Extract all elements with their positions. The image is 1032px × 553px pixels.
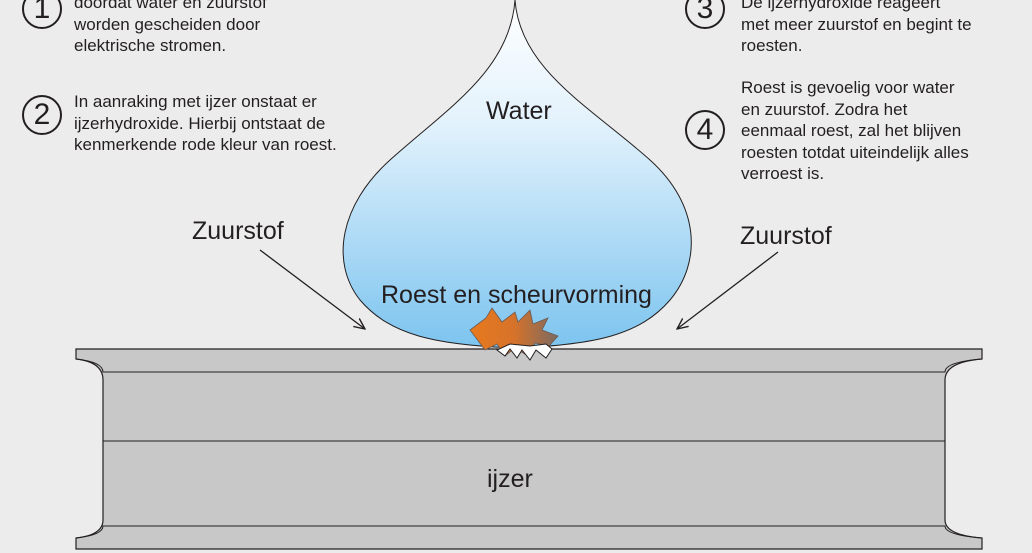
- rust-label: Roest en scheurvorming: [381, 281, 652, 309]
- rust-crack-icon: [469, 307, 559, 361]
- step-2-text: In aanraking met ijzer onstaat er ijzerh…: [74, 92, 337, 154]
- step-2-number: 2: [22, 95, 62, 135]
- oxygen-arrow-right: [677, 251, 779, 329]
- step-1-text: doordat water en zuurstof worden geschei…: [74, 0, 267, 55]
- water-label: Water: [486, 97, 552, 125]
- step-3-number: 3: [685, 0, 725, 29]
- step-1-number: 1: [22, 0, 62, 29]
- oxygen-label-left: Zuurstof: [192, 217, 284, 245]
- iron-label: ijzer: [487, 465, 533, 493]
- iron-block: [75, 348, 983, 550]
- oxygen-label-right: Zuurstof: [740, 222, 832, 250]
- oxygen-arrow-left: [259, 249, 365, 329]
- step-4-number: 4: [685, 110, 725, 150]
- step-4-text: Roest is gevoelig voor water en zuurstof…: [741, 78, 969, 183]
- step-3-text: De ijzerhydroxide reageert met meer zuur…: [741, 0, 972, 55]
